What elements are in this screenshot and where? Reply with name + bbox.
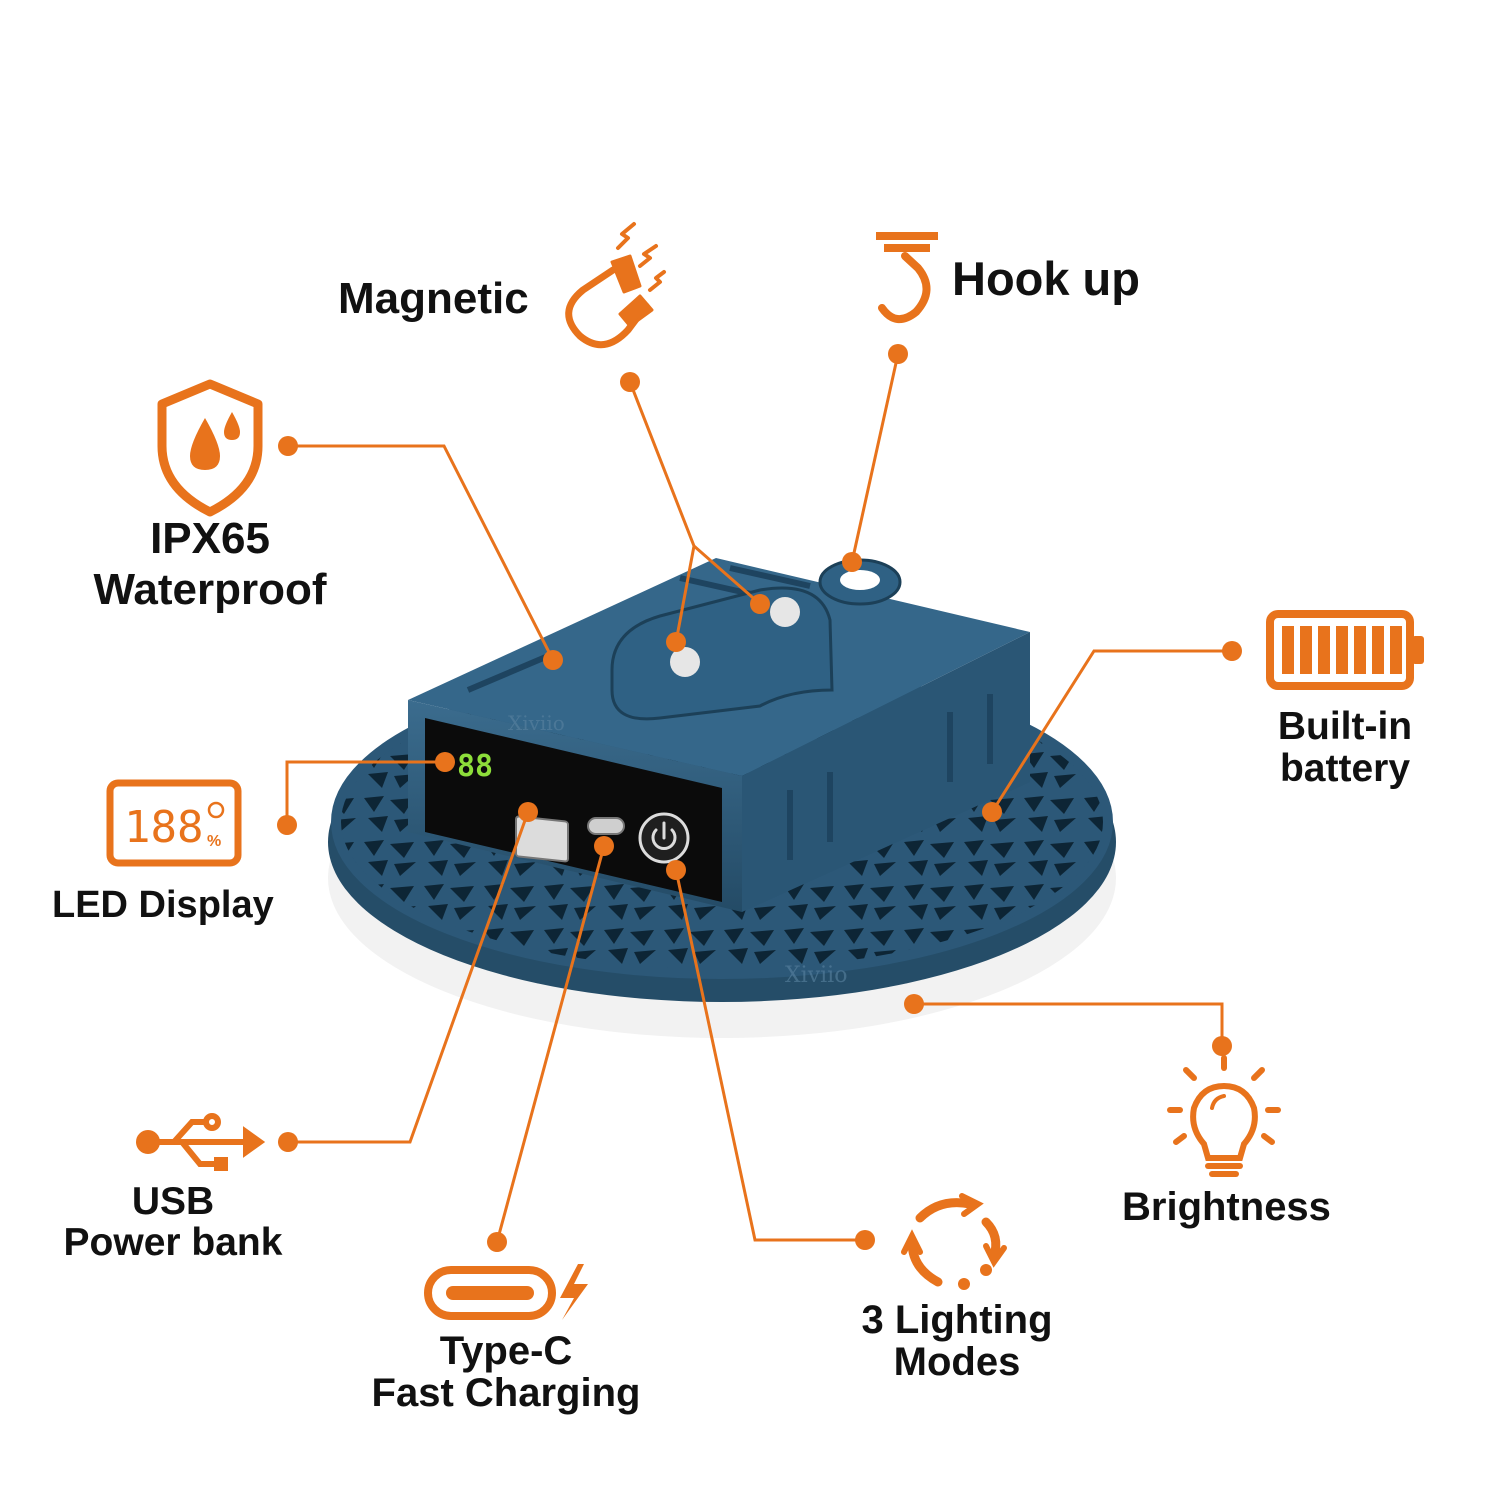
led-display-icon-text: 188 xyxy=(124,802,203,853)
magnet-1 xyxy=(670,647,700,677)
waterproof-label: IPX65 Waterproof xyxy=(76,514,344,615)
magnet-icon xyxy=(565,222,666,349)
leader-battery xyxy=(990,649,1232,813)
battery-line2: battery xyxy=(1279,747,1411,791)
lighting-modes-line2: Modes xyxy=(893,1339,1021,1384)
leader-magnetic-b xyxy=(674,545,696,643)
brand-watermark-base: Xiviio xyxy=(785,963,847,988)
led-display-label: LED Display xyxy=(52,884,274,926)
type-c-line1: Type-C xyxy=(439,1329,573,1373)
battery-icon xyxy=(1266,610,1424,690)
waterproof-line1: IPX65 xyxy=(150,514,270,563)
side-ribs xyxy=(466,565,993,860)
magnetic-label: Magnetic xyxy=(338,274,529,323)
led-display-icon-unit: % xyxy=(207,833,221,850)
battery-label: Built-in battery xyxy=(1256,705,1434,791)
leader-dots xyxy=(277,344,1242,1252)
cycle-icon xyxy=(901,1193,1007,1290)
power-bank-module: 88 Xiviio Xiviio xyxy=(408,558,1030,988)
leader-brightness xyxy=(914,1002,1224,1046)
leader-hook xyxy=(850,353,900,563)
magnet-2 xyxy=(770,597,800,627)
leader-waterproof xyxy=(288,444,555,661)
water-shield-icon xyxy=(157,379,263,517)
brand-watermark: Xiviio xyxy=(508,711,565,735)
brightness-label: Brightness xyxy=(1122,1185,1331,1229)
usb-icon xyxy=(136,1113,266,1171)
lighting-modes-line1: 3 Lighting xyxy=(861,1298,1053,1342)
lighting-modes-label: 3 Lighting Modes xyxy=(846,1298,1068,1384)
usb-label: USB Power bank xyxy=(48,1180,298,1264)
leader-usb xyxy=(288,811,530,1144)
usb-a-port xyxy=(515,815,569,863)
type-c-icon xyxy=(424,1264,588,1320)
waterproof-line2: Waterproof xyxy=(93,564,327,614)
module-side xyxy=(742,632,1030,912)
leader-lines xyxy=(285,353,1232,1243)
leader-led xyxy=(285,760,445,825)
usb-line1: USB xyxy=(131,1180,215,1223)
type-c-label: Type-C Fast Charging xyxy=(360,1330,652,1415)
hook-up-label: Hook up xyxy=(952,252,1140,305)
hook-icon xyxy=(876,232,938,323)
battery-line1: Built-in xyxy=(1277,705,1413,748)
hook-hole xyxy=(840,570,880,590)
usb-line2: Power bank xyxy=(63,1220,283,1264)
leader-modes xyxy=(674,869,865,1242)
type-c-line2: Fast Charging xyxy=(371,1371,641,1416)
led-display-icon: 188 % xyxy=(106,779,242,867)
lightbulb-icon xyxy=(1167,1055,1281,1177)
leader-typec xyxy=(495,845,606,1243)
power-icon xyxy=(651,821,677,850)
type-c-port xyxy=(587,817,625,835)
digital-readout: 88 xyxy=(457,749,493,784)
camping-lantern-product: 88 Xiviio Xiviio xyxy=(328,558,1116,1038)
